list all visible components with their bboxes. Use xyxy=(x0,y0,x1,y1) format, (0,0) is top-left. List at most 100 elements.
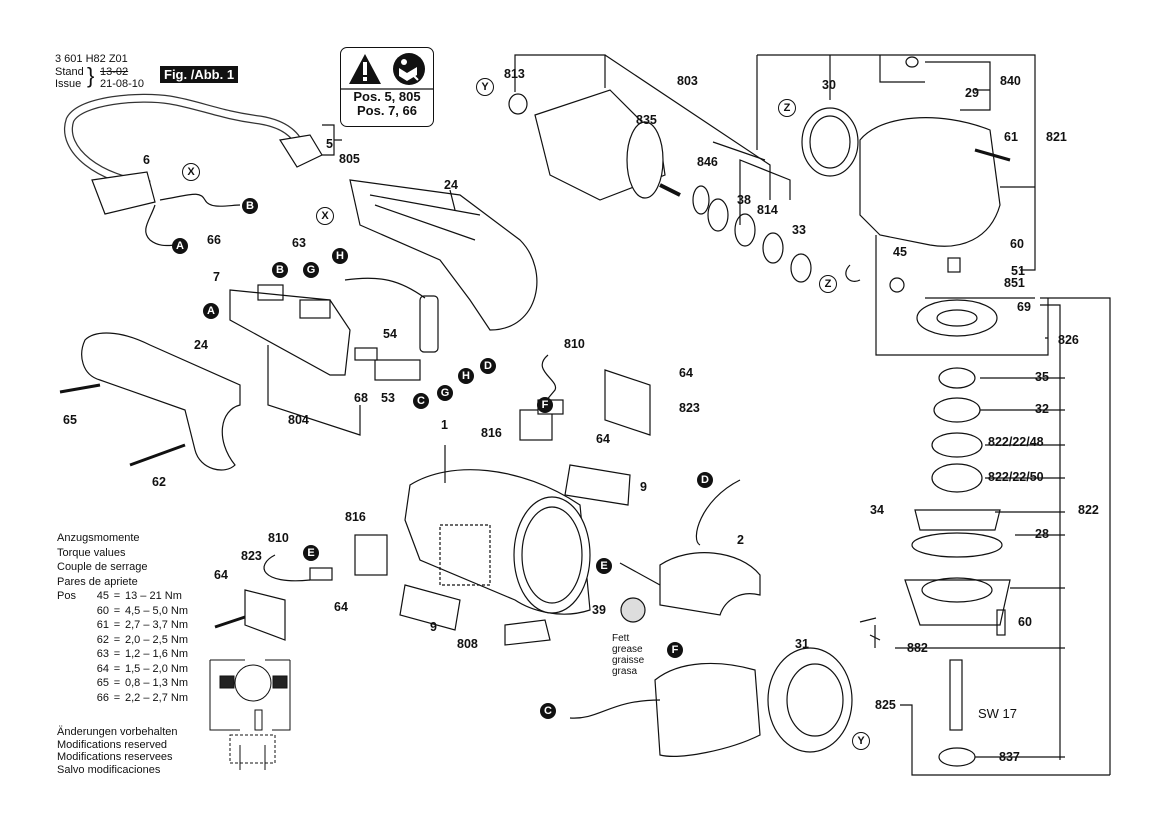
connector-marker: B xyxy=(272,262,288,278)
part-label[interactable]: 34 xyxy=(870,503,884,517)
assembly-ref-marker: Z xyxy=(778,99,796,117)
part-label[interactable]: 66 xyxy=(207,233,221,247)
part-label[interactable]: 24 xyxy=(194,338,208,352)
part-label[interactable]: 38 xyxy=(737,193,751,207)
part-label[interactable]: 30 xyxy=(822,78,836,92)
grease-de: Fett xyxy=(612,633,630,644)
torque-pos: 60 xyxy=(96,604,109,617)
part-label[interactable]: 825 xyxy=(875,698,896,712)
part-label[interactable]: 804 xyxy=(288,413,309,427)
part-label[interactable]: 62 xyxy=(152,475,166,489)
armature xyxy=(534,89,681,201)
part-label[interactable]: 822/22/48 xyxy=(988,435,1044,449)
part-label[interactable]: 64 xyxy=(679,366,693,380)
torque-row: 60=4,5 – 5,0 Nm xyxy=(57,604,188,619)
part-label[interactable]: 31 xyxy=(795,637,809,651)
rear-handle xyxy=(81,332,241,471)
part-label[interactable]: 33 xyxy=(792,223,806,237)
capacitor xyxy=(419,295,439,353)
torque-row: 61=2,7 – 3,7 Nm xyxy=(57,618,188,633)
part-label[interactable]: 823 xyxy=(241,549,262,563)
field-coil-upper xyxy=(659,552,761,616)
connector-marker: D xyxy=(697,472,713,488)
part-label[interactable]: 9 xyxy=(430,620,437,634)
part-label[interactable]: 813 xyxy=(504,67,525,81)
torque-row: 62=2,0 – 2,5 Nm xyxy=(57,633,188,648)
part-label[interactable]: 7 xyxy=(213,270,220,284)
stand-label: Stand xyxy=(55,66,84,78)
part-label[interactable]: 9 xyxy=(640,480,647,494)
part-label[interactable]: 68 xyxy=(354,391,368,405)
modifications-note: Änderungen vorbehalten Modifications res… xyxy=(57,726,177,776)
part-label[interactable]: 39 xyxy=(592,603,606,617)
part-label[interactable]: 60 xyxy=(1018,615,1032,629)
part-label[interactable]: 51 xyxy=(1011,264,1025,278)
part-label[interactable]: 54 xyxy=(383,327,397,341)
part-label[interactable]: 822 xyxy=(1078,503,1099,517)
part-label[interactable]: 5 xyxy=(326,137,333,151)
part-label[interactable]: 805 xyxy=(339,152,360,166)
connector-marker: E xyxy=(596,558,612,574)
part-label[interactable]: 65 xyxy=(63,413,77,427)
torque-row: 63=1,2 – 1,6 Nm xyxy=(57,647,188,662)
bearing-plate xyxy=(767,647,853,753)
part-label[interactable]: 53 xyxy=(381,391,395,405)
part-label[interactable]: 826 xyxy=(1058,333,1079,347)
part-label[interactable]: 822/22/50 xyxy=(988,470,1044,484)
part-label[interactable]: 840 xyxy=(1000,74,1021,88)
part-label[interactable]: 64 xyxy=(596,432,610,446)
part-label[interactable]: 882 xyxy=(907,641,928,655)
part-label[interactable]: 35 xyxy=(1035,370,1049,384)
pos-label: Pos xyxy=(57,590,76,602)
part-label[interactable]: 835 xyxy=(636,113,657,127)
part-label[interactable]: 803 xyxy=(677,74,698,88)
part-label[interactable]: 851 xyxy=(1004,276,1025,290)
part-label[interactable]: 823 xyxy=(679,401,700,415)
torque-eq: = xyxy=(113,648,121,660)
bevel-gear-30 xyxy=(801,107,859,177)
torque-value: 1,5 – 2,0 Nm xyxy=(125,662,188,675)
gear-housing xyxy=(859,117,1001,247)
part-label[interactable]: 814 xyxy=(757,203,778,217)
cord-grommet xyxy=(91,171,156,215)
issue-label: Issue xyxy=(55,78,82,90)
part-label[interactable]: 32 xyxy=(1035,402,1049,416)
torque-title-en: Torque values xyxy=(57,546,126,559)
part-label[interactable]: 64 xyxy=(214,568,228,582)
torque-value: 4,5 – 5,0 Nm xyxy=(125,604,188,617)
part-label[interactable]: 821 xyxy=(1046,130,1067,144)
part-label[interactable]: 837 xyxy=(999,750,1020,764)
part-label[interactable]: 816 xyxy=(345,510,366,524)
part-label[interactable]: 64 xyxy=(334,600,348,614)
spindle xyxy=(949,659,963,731)
part-label[interactable]: 69 xyxy=(1017,300,1031,314)
document-number: 3 601 H82 Z01 xyxy=(55,53,128,65)
torque-pos: 66 xyxy=(96,691,109,704)
part-label[interactable]: 63 xyxy=(292,236,306,250)
part-label[interactable]: 61 xyxy=(1004,130,1018,144)
grease-note: Fett grease graisse grasa xyxy=(612,633,644,677)
part-label[interactable]: 810 xyxy=(564,337,585,351)
torque-eq: = xyxy=(113,662,121,675)
part-label[interactable]: 24 xyxy=(444,178,458,192)
part-label[interactable]: 6 xyxy=(143,153,150,167)
part-label[interactable]: 816 xyxy=(481,426,502,440)
part-label[interactable]: 810 xyxy=(268,531,289,545)
part-label[interactable]: 45 xyxy=(893,245,907,259)
field-coil-lower xyxy=(654,662,761,757)
handle-top xyxy=(349,179,538,331)
part-label[interactable]: 29 xyxy=(965,86,979,100)
brace-icon: } xyxy=(87,63,95,88)
grease-es: grasa xyxy=(612,666,638,677)
part-label[interactable]: 808 xyxy=(457,637,478,651)
torque-row: 64=1,5 – 2,0 Nm xyxy=(57,662,188,677)
part-label[interactable]: 28 xyxy=(1035,527,1049,541)
part-label[interactable]: 2 xyxy=(737,533,744,547)
footer-es: Salvo modificaciones xyxy=(57,763,161,776)
part-label[interactable]: 846 xyxy=(697,155,718,169)
part-label[interactable]: 1 xyxy=(441,418,448,432)
part-label[interactable]: 60 xyxy=(1010,237,1024,251)
connector-marker: C xyxy=(413,393,429,409)
torque-title-de: Anzugsmomente xyxy=(57,532,140,544)
